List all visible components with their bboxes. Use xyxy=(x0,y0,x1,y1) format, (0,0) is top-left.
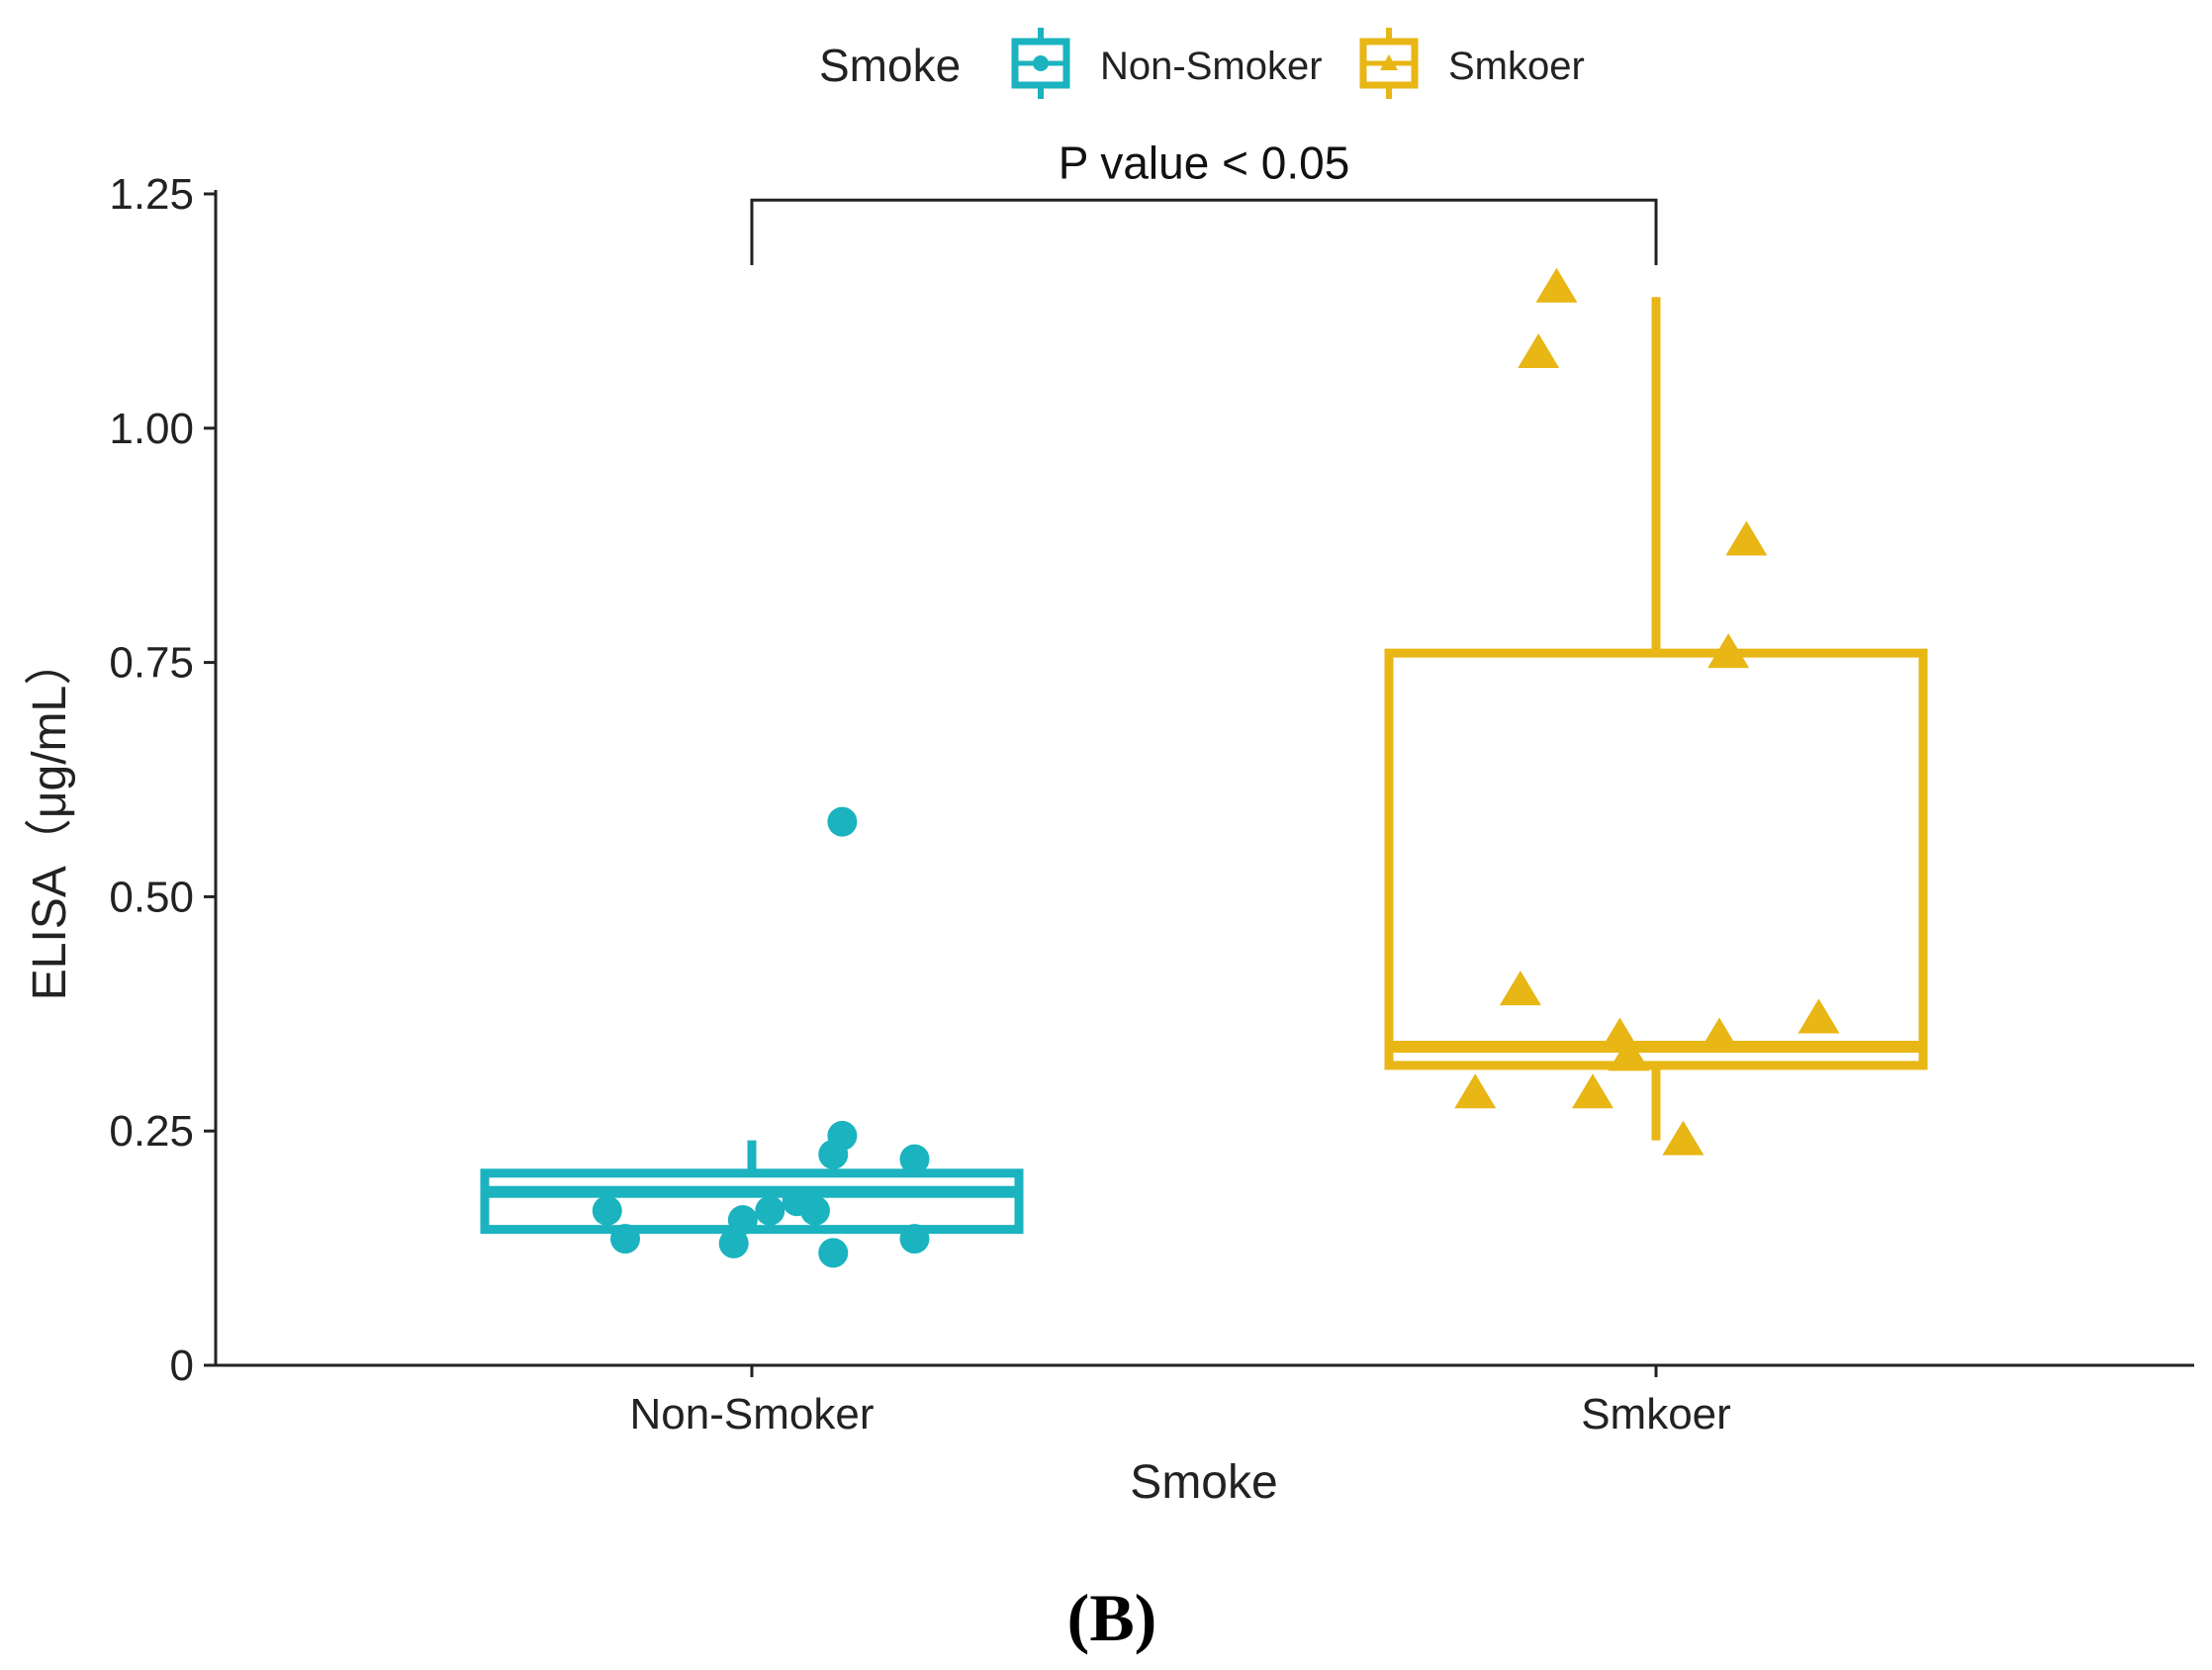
legend: Smoke Non-Smoker Smkoer xyxy=(819,28,1585,99)
data-point xyxy=(755,1195,785,1226)
legend-key-marker xyxy=(1380,54,1398,70)
data-point xyxy=(1535,267,1578,303)
legend-label-smoker: Smkoer xyxy=(1448,45,1585,88)
data-point xyxy=(1572,1073,1614,1109)
box-smoker xyxy=(1384,297,1928,1141)
data-point xyxy=(1518,333,1560,369)
y-tick-label: 1.25 xyxy=(109,170,194,219)
y-tick-label: 0.25 xyxy=(109,1107,194,1156)
y-tick-label: 1.00 xyxy=(109,405,194,453)
y-tick-label: 0.50 xyxy=(109,873,194,921)
data-point xyxy=(899,1224,930,1254)
data-point xyxy=(1454,1073,1497,1109)
legend-label-non-smoker: Non-Smoker xyxy=(1100,45,1323,88)
data-point xyxy=(827,1120,858,1151)
legend-key-non-smoker xyxy=(1011,28,1070,99)
data-point xyxy=(899,1144,930,1174)
data-point xyxy=(1662,1120,1705,1156)
data-point xyxy=(610,1224,641,1254)
data-point xyxy=(827,806,858,837)
data-point xyxy=(1725,520,1768,556)
data-point xyxy=(799,1195,830,1226)
panel-label: (B) xyxy=(1067,1580,1157,1655)
box-iqr xyxy=(1384,648,1928,1070)
data-point xyxy=(1698,1017,1740,1053)
box-layer xyxy=(480,297,1928,1235)
significance-bracket xyxy=(750,198,1658,265)
x-tick-label: Non-Smoker xyxy=(630,1390,875,1438)
legend-key-marker xyxy=(1033,55,1049,71)
data-point xyxy=(1797,998,1840,1034)
data-point xyxy=(592,1195,622,1226)
p-value-label: P value < 0.05 xyxy=(1059,137,1350,188)
y-tick-label: 0 xyxy=(170,1342,194,1390)
significance-annotation: P value < 0.05 xyxy=(750,137,1658,265)
y-axis-title: ELISA（μg/mL） xyxy=(24,638,76,1000)
data-point xyxy=(718,1228,749,1258)
data-point xyxy=(727,1205,758,1236)
y-tick-label: 0.75 xyxy=(109,639,194,688)
x-tick-label: Smkoer xyxy=(1581,1390,1731,1438)
legend-title: Smoke xyxy=(819,40,961,91)
data-point xyxy=(818,1238,849,1268)
data-point xyxy=(1707,633,1750,669)
legend-key-smoker xyxy=(1359,28,1419,99)
point-layer xyxy=(592,267,1840,1268)
x-axis-title: Smoke xyxy=(1130,1456,1277,1509)
data-point xyxy=(1499,971,1541,1006)
data-point xyxy=(1608,1036,1650,1071)
